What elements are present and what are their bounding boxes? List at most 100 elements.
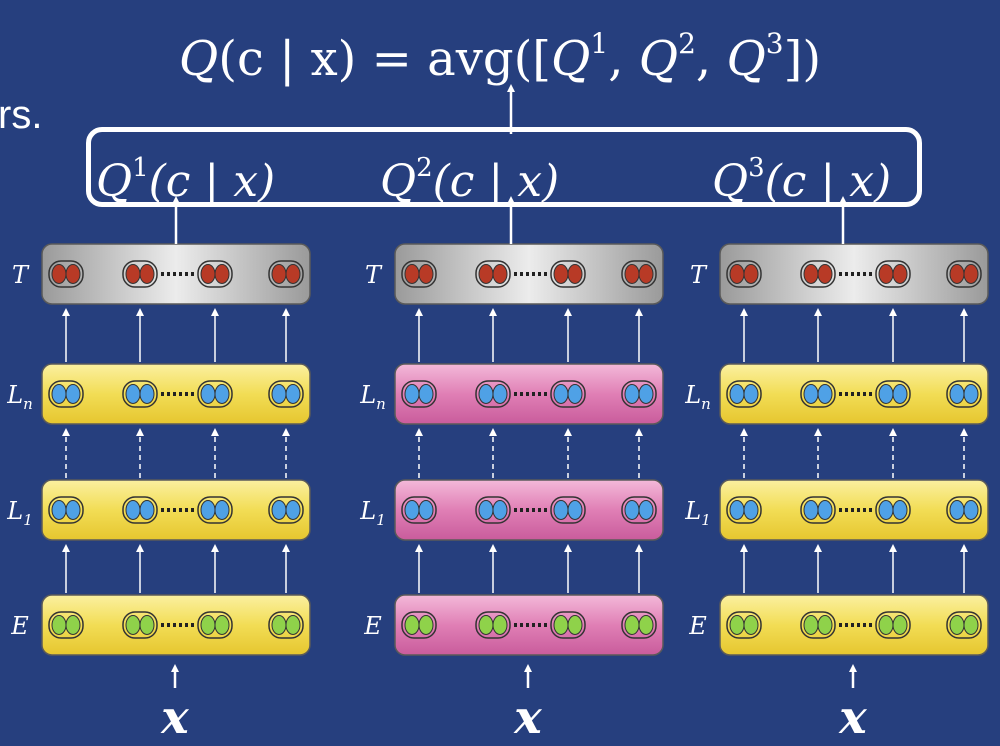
tower-2-label-embed: E — [363, 612, 382, 640]
tower-2-input-x: x — [513, 690, 542, 744]
tower-1-ln-unit-2-b — [139, 384, 155, 404]
tower-2-label-ln-sub: n — [376, 395, 386, 413]
tower-1-ln-unit-1-b — [65, 384, 81, 404]
tower-1-top-unit-2-a — [125, 264, 141, 284]
tower-1-ln-unit-4-b — [285, 384, 301, 404]
tower-3-ln-unit-1-a — [729, 384, 745, 404]
tower-3-embed-unit-2-a — [803, 615, 819, 635]
tower-3-embed-unit-4-b — [963, 615, 979, 635]
tower-3-ln-unit-1 — [726, 380, 762, 408]
q3-arg: (c | x) — [764, 156, 892, 207]
tower-2-top-unit-1-b — [418, 264, 434, 284]
tower-1-label-l1-sub: 1 — [23, 511, 33, 529]
tower-3-l1-unit-4-a — [949, 500, 965, 520]
tower-3-top-unit-2-b — [817, 264, 833, 284]
tower-2-top-unit-3-a — [553, 264, 569, 284]
tower-3-embed-unit-3-b — [892, 615, 908, 635]
tower-2-l1-unit-2-a — [478, 500, 494, 520]
tower-2-label-l1-sub: 1 — [376, 511, 386, 529]
tower-2-embed-unit-1 — [401, 611, 437, 639]
tower-1-top-unit-1-b — [65, 264, 81, 284]
tower-2-l1-unit-4-b — [638, 500, 654, 520]
tower-2-ln-unit-3 — [550, 380, 586, 408]
tower-1-ln-unit-4-a — [271, 384, 287, 404]
tower-1-l1-unit-3 — [197, 496, 233, 524]
formula-avg-close: ]) — [783, 31, 822, 87]
tower-3-embed-unit-2-b — [817, 615, 833, 635]
q1-base: Q — [96, 156, 133, 207]
tower-2-embed-unit-3-a — [553, 615, 569, 635]
tower-3-top-unit-1-b — [743, 264, 759, 284]
formula-q1: Q — [551, 31, 591, 87]
tower-2-embed-unit-2 — [475, 611, 511, 639]
tower-2-l1-unit-2 — [475, 496, 511, 524]
q2-base: Q — [380, 156, 417, 207]
tower-3-l1-unit-3-b — [892, 500, 908, 520]
tower-3-top-unit-4 — [946, 260, 982, 288]
formula-q2: Q — [638, 31, 679, 87]
q2-arg: (c | x) — [432, 156, 560, 207]
tower-1-embed-unit-1-b — [65, 615, 81, 635]
tower-3-top-unit-3-b — [892, 264, 908, 284]
tower-3-ln-unit-3-b — [892, 384, 908, 404]
tower-1-label-top: T — [12, 261, 30, 289]
formula-q3-sup: 3 — [765, 27, 784, 60]
tower-1-top-unit-3-a — [200, 264, 216, 284]
tower-3-top-unit-2-a — [803, 264, 819, 284]
tower-3-label-top: T — [690, 261, 708, 289]
tower-1-embed-unit-4-b — [285, 615, 301, 635]
tower-3-top-unit-3 — [875, 260, 911, 288]
formula-q: Q — [178, 31, 219, 87]
tower-2-ln-unit-3-a — [553, 384, 569, 404]
tower-1-ln-unit-2 — [122, 380, 158, 408]
tower-2-top-unit-1 — [401, 260, 437, 288]
tower-1-ln-unit-1 — [48, 380, 84, 408]
tower-1-ln-unit-2-a — [125, 384, 141, 404]
tower-2-top-unit-4-a — [624, 264, 640, 284]
q2-sup: 2 — [416, 153, 433, 183]
tower-1-top-unit-4-a — [271, 264, 287, 284]
q3-sup: 3 — [748, 153, 765, 183]
tower-1-embed-unit-2-b — [139, 615, 155, 635]
tower-3-ln-unit-3-a — [878, 384, 894, 404]
tower-1-ln-unit-1-a — [51, 384, 67, 404]
tower-3-ln-unit-4-b — [963, 384, 979, 404]
tower-2-l1-unit-3-a — [553, 500, 569, 520]
tower-1-label-l1: L1 — [6, 497, 32, 529]
tower-1-l1-unit-2-a — [125, 500, 141, 520]
tower-2-top-unit-4-b — [638, 264, 654, 284]
tower-2-top-unit-3-b — [567, 264, 583, 284]
tower-3-ln-unit-2 — [800, 380, 836, 408]
tower-1-embed-unit-2-a — [125, 615, 141, 635]
formula-avg-open: avg([ — [427, 31, 552, 87]
tower-3-label-l1-sub: 1 — [701, 511, 711, 529]
tower-2-ln-unit-2-b — [492, 384, 508, 404]
tower-1-l1-unit-1-b — [65, 500, 81, 520]
tower-1-l1-unit-4-b — [285, 500, 301, 520]
tower-3-label-embed: E — [688, 612, 707, 640]
tower-3-top-unit-1 — [726, 260, 762, 288]
tower-2-embed-unit-2-b — [492, 615, 508, 635]
tower-1-label-embed: E — [10, 612, 29, 640]
tower-3-l1-unit-1-b — [743, 500, 759, 520]
tower-1-top-unit-3-b — [214, 264, 230, 284]
tower-3-embed-unit-1-a — [729, 615, 745, 635]
tower-1-ln-unit-4 — [268, 380, 304, 408]
tower-1-l1-unit-3-a — [200, 500, 216, 520]
prediction-q2: Q2(c | x) — [380, 140, 559, 210]
tower-2-l1-unit-1-b — [418, 500, 434, 520]
formula-args: (c | x) — [218, 31, 357, 87]
tower-2-ln-unit-2-a — [478, 384, 494, 404]
tower-2-l1-unit-3-b — [567, 500, 583, 520]
prediction-q1: Q1(c | x) — [96, 140, 275, 210]
tower-3-l1-unit-2-b — [817, 500, 833, 520]
tower-3-ln-unit-2-a — [803, 384, 819, 404]
tower-2-embed-unit-4-a — [624, 615, 640, 635]
tower-2-label-ln: Ln — [359, 381, 386, 413]
tower-2-top-unit-2-b — [492, 264, 508, 284]
tower-1-label-ln-sub: n — [23, 395, 33, 413]
tower-3-label-ln: Ln — [684, 381, 711, 413]
cropped-text-fragment: rs. — [0, 93, 43, 137]
q1-sup: 1 — [132, 153, 149, 183]
